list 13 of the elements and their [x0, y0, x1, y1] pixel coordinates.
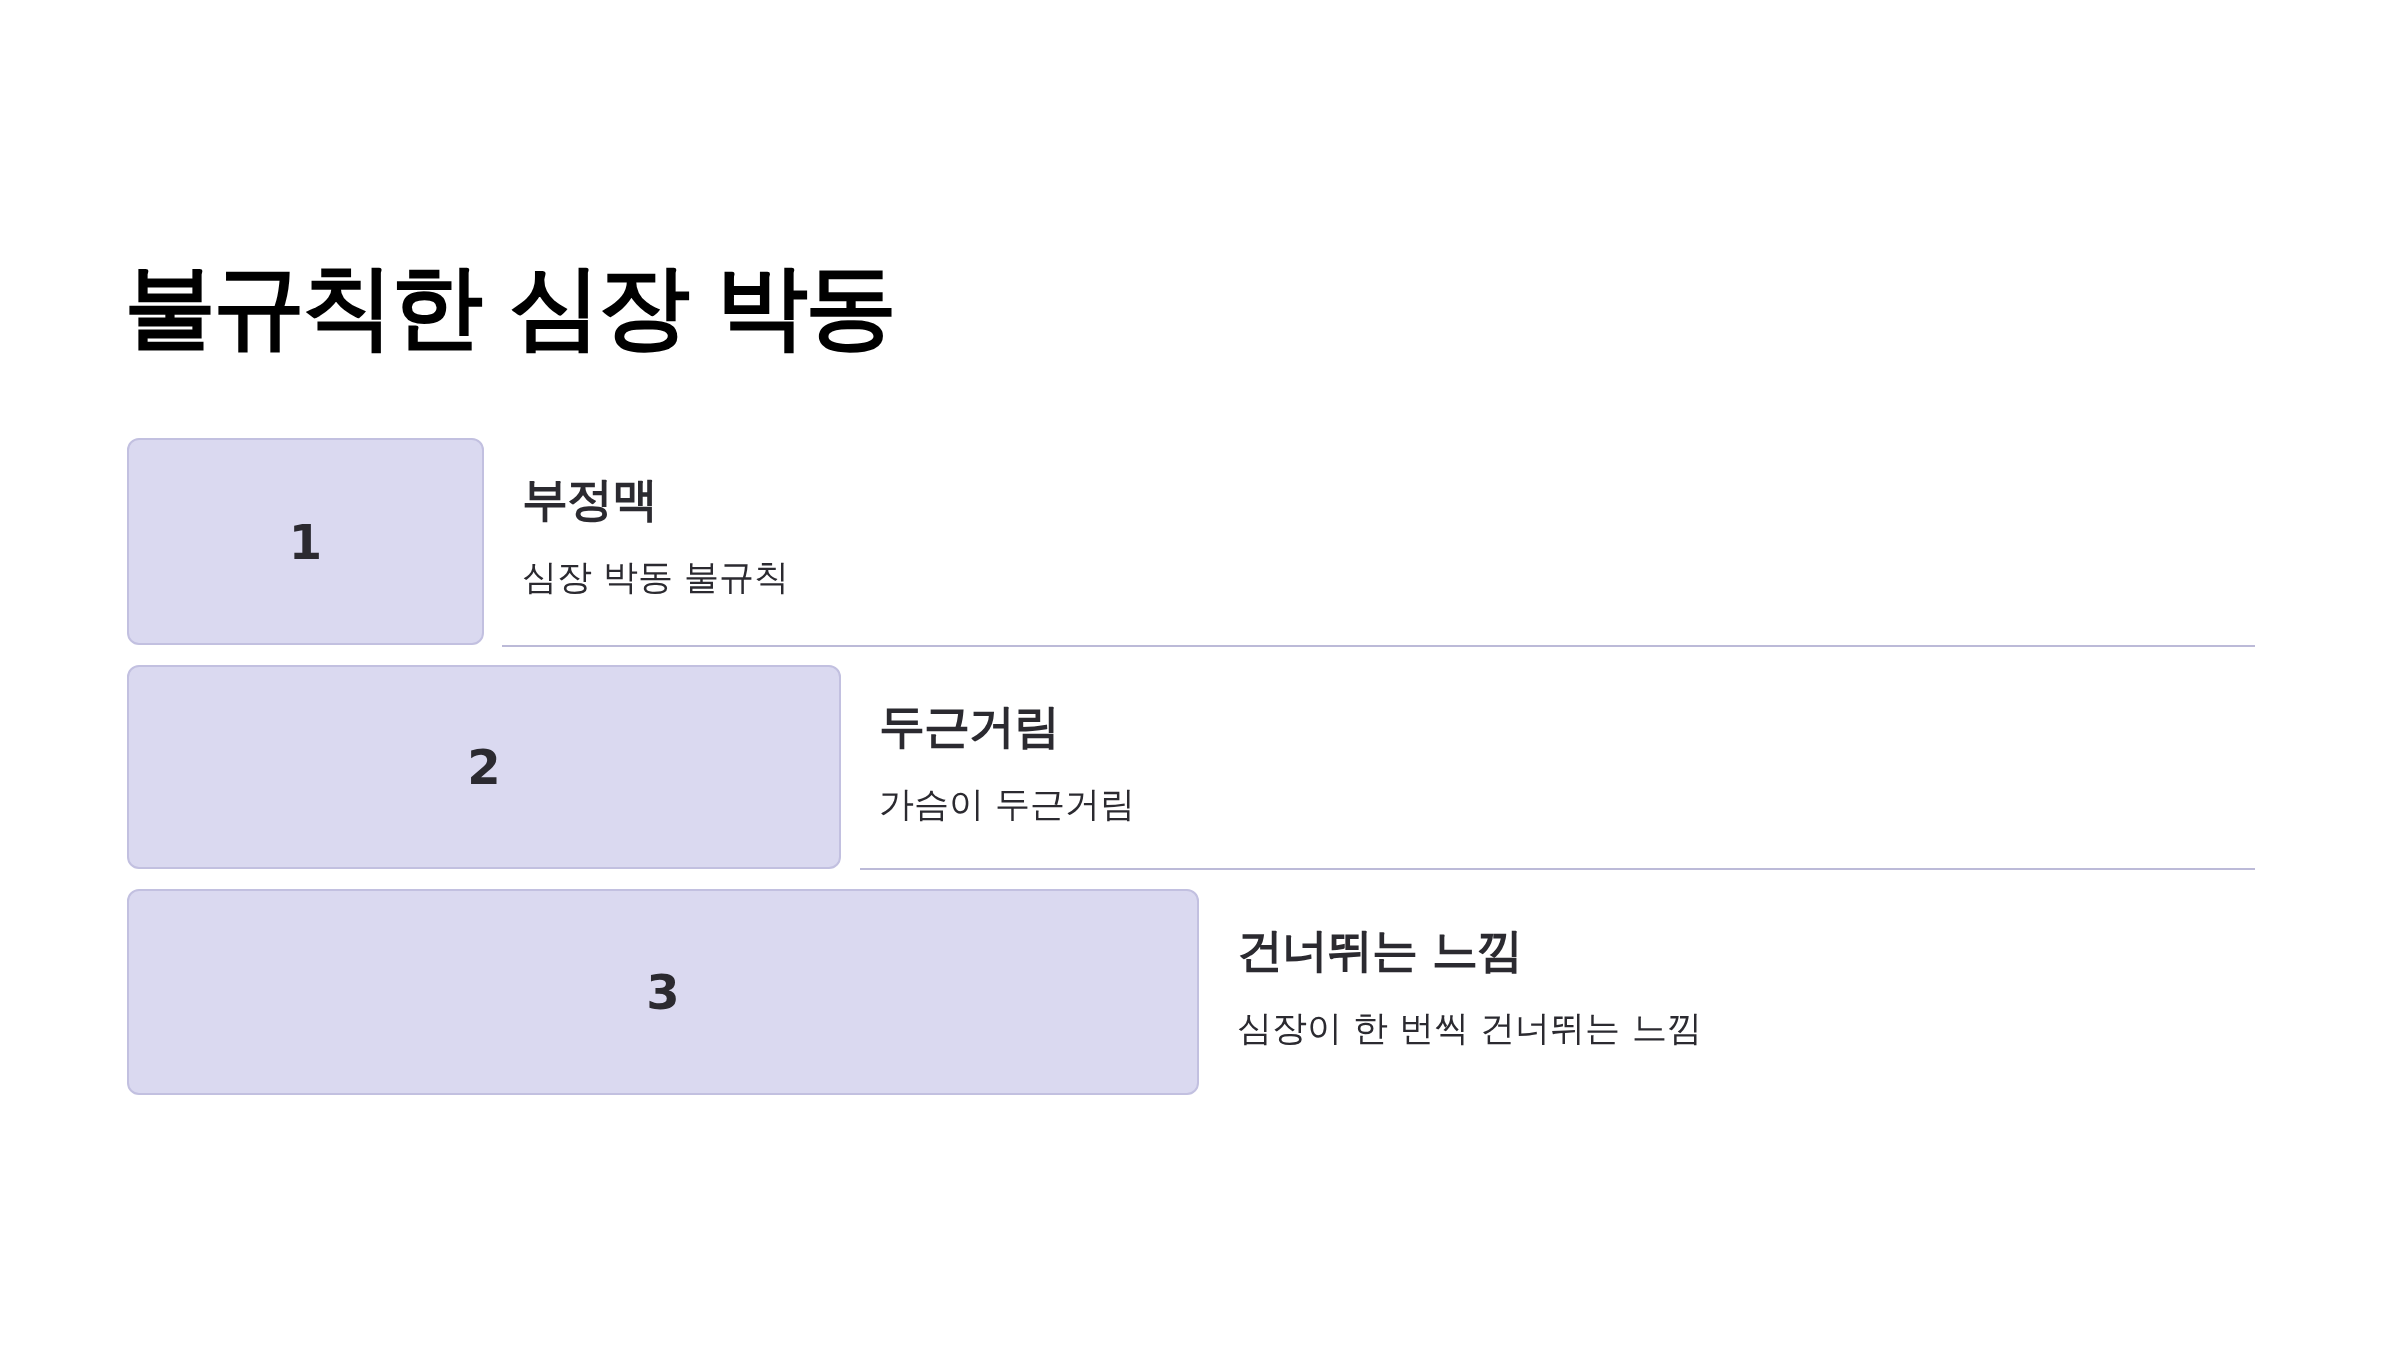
step-description: 가슴이 두근거림	[879, 783, 1136, 826]
step-number: 1	[288, 513, 323, 570]
step-box	[127, 438, 484, 645]
step-description: 심장이 한 번씩 건너뛰는 느낌	[1237, 1007, 1702, 1050]
step-box	[127, 889, 1199, 1095]
slide-title: 불규칙한 심장 박동	[124, 252, 895, 362]
step-box	[127, 665, 841, 869]
step-number: 2	[467, 739, 501, 795]
step-heading: 건너뛰는 느낌	[1237, 922, 1522, 978]
step-description: 심장 박동 불규칙	[522, 556, 790, 599]
step-heading: 두근거림	[879, 698, 1059, 754]
step-number: 3	[646, 964, 680, 1020]
step-heading: 부정맥	[522, 471, 657, 527]
